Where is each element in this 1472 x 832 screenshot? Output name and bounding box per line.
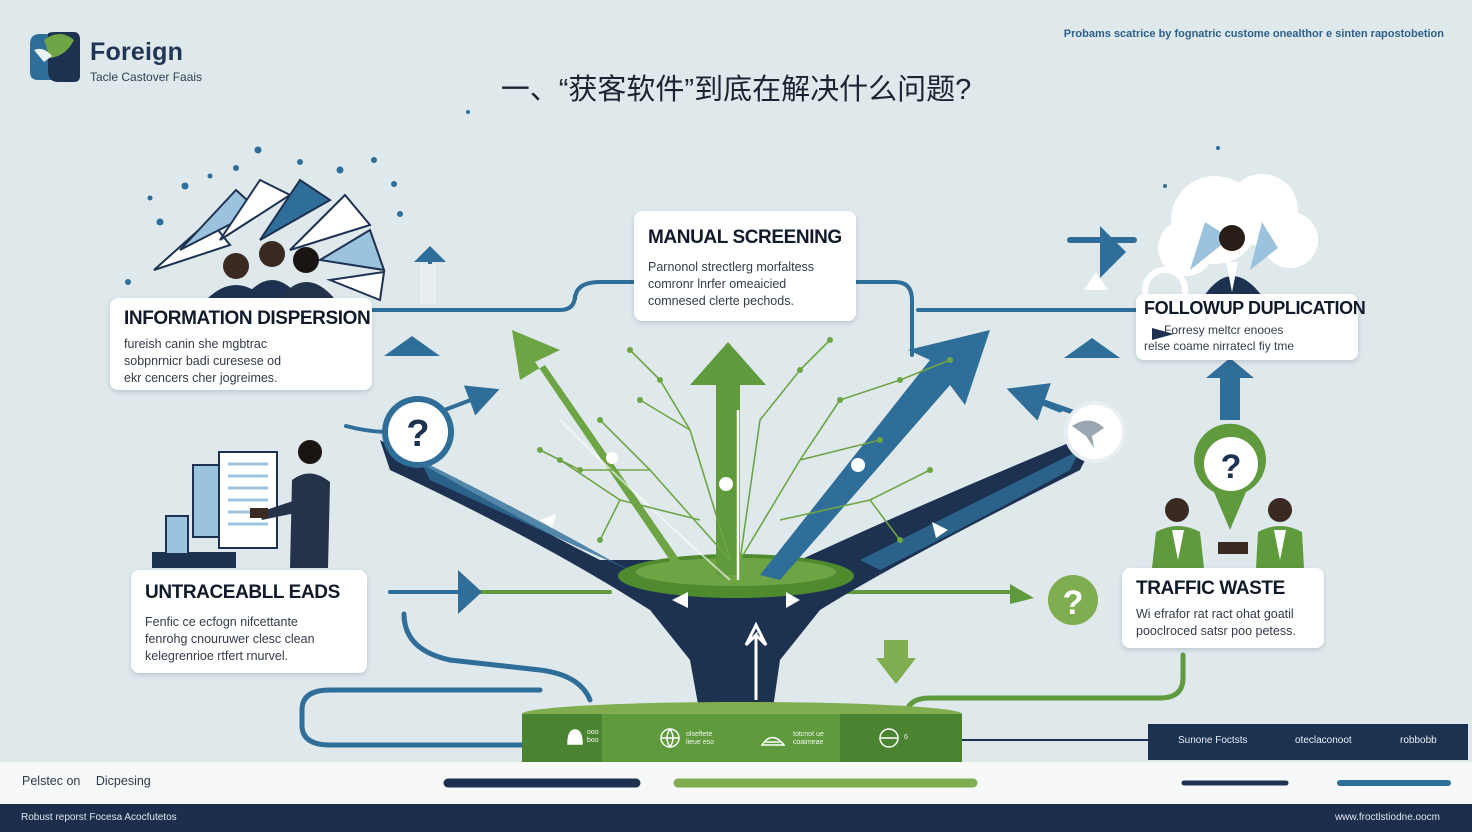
base-label-4: 6 [904,734,908,741]
card-title: UNTRACEABLL EADS [145,582,340,603]
decorative-arrows [384,226,1254,684]
card-information-dispersion: INFORMATION DISPERSION fureish canin she… [110,298,372,390]
nav-item-1[interactable]: Sunone Foctsts [1178,735,1248,746]
brand-logo: Foreign Tacle Castover Faais [28,30,238,90]
nav-item-3[interactable]: robbobb [1400,735,1437,746]
funnel-arrows [512,330,990,700]
footer-left-text: Robust reporst Focesa Acocfutetos [21,812,177,823]
bottom-label-2: Dicpesing [95,774,151,788]
card-description: Parnonol strectlerg morfaltess comronr l… [648,260,815,308]
top-caption: Probams scatrice by fognatric custome on… [1063,28,1444,40]
person-at-desk-illustration [152,440,330,568]
card-title: INFORMATION DISPERSION [124,308,371,329]
flag-arrow-icon [1152,328,1174,340]
funnel-base [522,702,962,762]
brand-subtitle: Tacle Castover Faais [90,70,203,84]
page-title: 一、“获客软件”到底在解决什么问题? [500,74,972,106]
bottom-bar-labels: Pelstec on Dicpesing [22,774,163,788]
card-manual-screening: MANUAL SCREENING Parnonol strectlerg mor… [634,211,856,321]
two-people-illustration [1152,498,1304,568]
scatter-dots [125,110,1220,285]
svg-text:?: ? [406,413,429,455]
card-untraceable-leads: UNTRACEABLL EADS Fenfic ce ecfogn nifcet… [131,570,367,673]
logo-mark-icon [30,32,80,82]
footer-url[interactable]: www.froctlstiodne.oocm [1334,812,1440,823]
base-label-3: totcnot ue coaimeae [793,731,824,746]
card-title: TRAFFIC WASTE [1136,578,1285,599]
scattered-papers-illustration [153,178,386,302]
footer [0,804,1472,832]
brand-title: Foreign [90,38,184,66]
question-mark-icons: ? ? ? [382,396,1266,625]
network-tree [539,339,951,561]
card-description: Forresy meltcr enooes relse coame nirrat… [1144,323,1295,353]
progress-indicators [443,778,1451,788]
card-followup-duplication: FOLLOWUP DUPLICATION Forresy meltcr enoo… [1136,294,1366,360]
card-title: FOLLOWUP DUPLICATION [1144,298,1366,318]
card-title: MANUAL SCREENING [648,227,842,248]
base-label-2: olseftete lieue eso [686,731,715,746]
person-in-cloud-illustration [1084,174,1318,313]
svg-text:?: ? [1063,584,1084,622]
bottom-label-1: Pelstec on [22,774,81,788]
base-icons [567,728,899,749]
svg-text:?: ? [1221,448,1242,486]
bottom-nav-panel: Sunone Foctsts oteclaconoot robbobb [1148,724,1468,760]
card-description: Wi efrafor rat ract ohat goatil pooclroc… [1136,607,1296,638]
card-traffic-waste: TRAFFIC WASTE Wi efrafor rat ract ohat g… [1122,568,1324,648]
card-description: Fenfic ce ecfogn nifcettante fenrohg cno… [145,615,315,663]
nav-item-2[interactable]: oteclaconoot [1295,735,1352,746]
card-description: fureish canin she mgbtrac sobpnrnicr bad… [124,337,282,385]
network-nodes [537,337,953,543]
base-label-1: ooo boo [587,729,599,744]
